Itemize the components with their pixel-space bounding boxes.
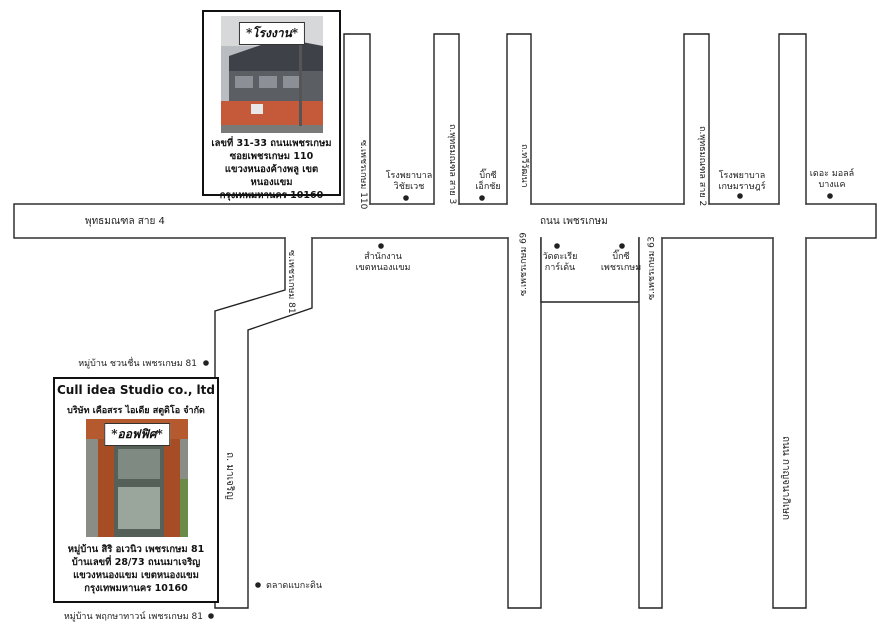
factory-photo-title: *โรงงาน* <box>238 22 306 45</box>
svg-text:เดอะ มอลล์: เดอะ มอลล์ <box>810 167 854 179</box>
office-card: Cull idea Studio co., ltd บริษัท เคือสรร… <box>53 377 219 603</box>
office-photo-title: *ออฟฟิศ* <box>104 423 170 446</box>
svg-text:วัดตะเรีย: วัดตะเรีย <box>543 251 578 262</box>
svg-text:หมู่บ้าน ชวนชื่น เพชรเกษม 81: หมู่บ้าน ชวนชื่น เพชรเกษม 81 <box>78 356 197 369</box>
svg-text:การ์เด้น: การ์เด้น <box>545 261 575 273</box>
landmark-village-north: หมู่บ้าน ชวนชื่น เพชรเกษม 81 <box>78 356 209 369</box>
landmark-mall-bangkae: เดอะ มอลล์ บางแค <box>810 167 854 199</box>
landmark-wat-garden: วัดตะเรีย การ์เด้น <box>543 243 578 273</box>
factory-address: เลขที่ 31-33 ถนนเพชรเกษม ซอยเพชรเกษม 110… <box>211 138 332 201</box>
label-sai-3: ถ.พุทธมณฑล สาย 3 <box>447 124 457 204</box>
label-phetkasem: ถนน เพชรเกษม <box>540 216 608 227</box>
north-side-roads <box>343 33 807 204</box>
svg-text:เขตหนองแขม: เขตหนองแขม <box>356 263 411 273</box>
label-soi-110: ซ.เพชรเกษม 110 <box>358 140 368 210</box>
label-soi-69: ซ.เพชรเกษม 69 <box>519 232 529 296</box>
landmark-kasemrad: โรงพยาบาล เกษมราษฎร์ <box>718 170 766 199</box>
svg-text:วิชัยเวช: วิชัยเวช <box>394 181 425 192</box>
factory-photo: *โรงงาน* <box>221 16 323 133</box>
svg-text:บิ๊กซี: บิ๊กซี <box>612 249 629 262</box>
landmark-nongkhaem-office: สำนักงาน เขตหนองแขม <box>356 243 411 273</box>
label-macharoen: ถ. มาเจริญ <box>224 452 235 500</box>
label-soi-81: ซ.เพชรเกษม 81 <box>286 250 296 314</box>
office-photo: *ออฟฟิศ* <box>86 419 188 537</box>
label-phutthamonthon-4: พุทธมณฑล สาย 4 <box>85 216 165 227</box>
office-address: หมู่บ้าน สิริ อเวนิว เพชรเกษม 81 บ้านเลข… <box>67 544 205 594</box>
label-sai-2: ถ.พุทธมณฑล สาย 2 <box>697 126 707 206</box>
svg-text:บิ๊กซี: บิ๊กซี <box>479 168 496 181</box>
label-soi-63: ซ.เพชรเกษม 63 <box>647 236 657 300</box>
svg-text:โรงพยาบาล: โรงพยาบาล <box>719 170 766 181</box>
label-kanchanaphisek: ถนน กาญจนาภิเษก <box>780 436 791 520</box>
svg-text:สำนักงาน: สำนักงาน <box>364 251 402 262</box>
svg-text:ตลาดแบกะดิน: ตลาดแบกะดิน <box>266 580 322 591</box>
factory-card: *โรงงาน* เลขที่ 31-33 ถนนเพชรเกษม ซอยเพช… <box>202 10 341 201</box>
landmark-bigc-ekachai: บิ๊กซี เอ็กชัย <box>475 168 501 201</box>
landmark-village-south: หมู่บ้าน พฤกษาทาวน์ เพชรเกษม 81 <box>64 610 214 622</box>
landmark-wichaiwet: โรงพยาบาล วิชัยเวช <box>386 170 433 201</box>
svg-text:หมู่บ้าน พฤกษาทาวน์ เพชรเกษม 8: หมู่บ้าน พฤกษาทาวน์ เพชรเกษม 81 <box>64 610 203 622</box>
svg-text:เอ็กชัย: เอ็กชัย <box>475 179 500 192</box>
svg-text:เกษมราษฎร์: เกษมราษฎร์ <box>718 180 765 192</box>
landmark-market: ตลาดแบกะดิน <box>255 580 322 591</box>
svg-text:เพชรเกษม: เพชรเกษม <box>601 263 641 273</box>
svg-text:โรงพยาบาล: โรงพยาบาล <box>386 170 433 181</box>
company-name-th: บริษัท เคือสรร ไอเดีย สตูดิโอ จำกัด <box>67 406 205 416</box>
svg-text:บางแค: บางแค <box>819 180 846 190</box>
south-side-roads <box>214 238 807 609</box>
landmark-bigc-phetkasem: บิ๊กซี เพชรเกษม <box>601 243 641 273</box>
company-name-en: Cull idea Studio co., ltd <box>56 383 215 397</box>
label-thawiwatthana: ถ.ทวีวัฒนา <box>519 144 530 188</box>
